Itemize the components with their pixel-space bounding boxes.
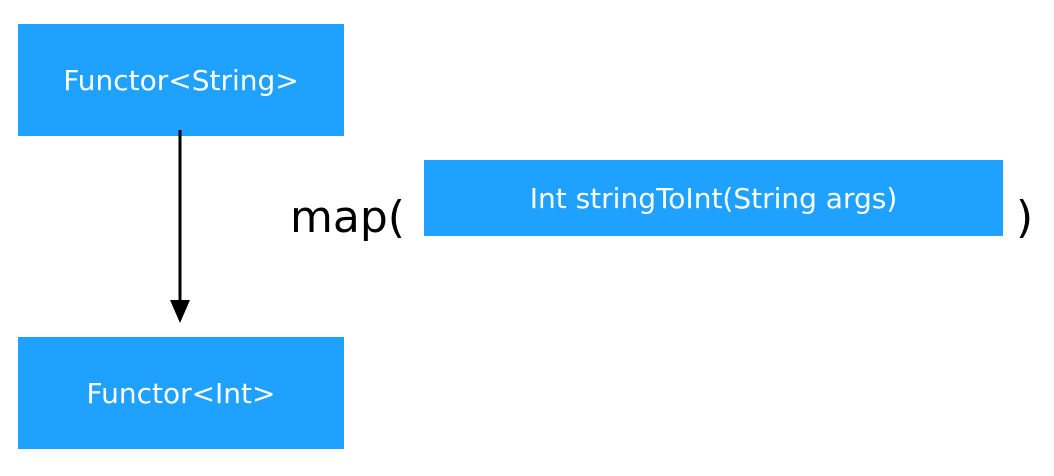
map-open-text: map( bbox=[290, 192, 405, 243]
map-close-paren: ) bbox=[1016, 192, 1034, 243]
function-label: Int stringToInt(String args) bbox=[529, 181, 898, 215]
functor-string-box: Functor<String> bbox=[18, 24, 344, 136]
arrow-head bbox=[170, 300, 190, 323]
functor-int-box: Functor<Int> bbox=[18, 337, 344, 449]
functor-int-label: Functor<Int> bbox=[86, 376, 276, 410]
functor-string-label: Functor<String> bbox=[63, 63, 299, 97]
function-box: Int stringToInt(String args) bbox=[424, 160, 1003, 236]
